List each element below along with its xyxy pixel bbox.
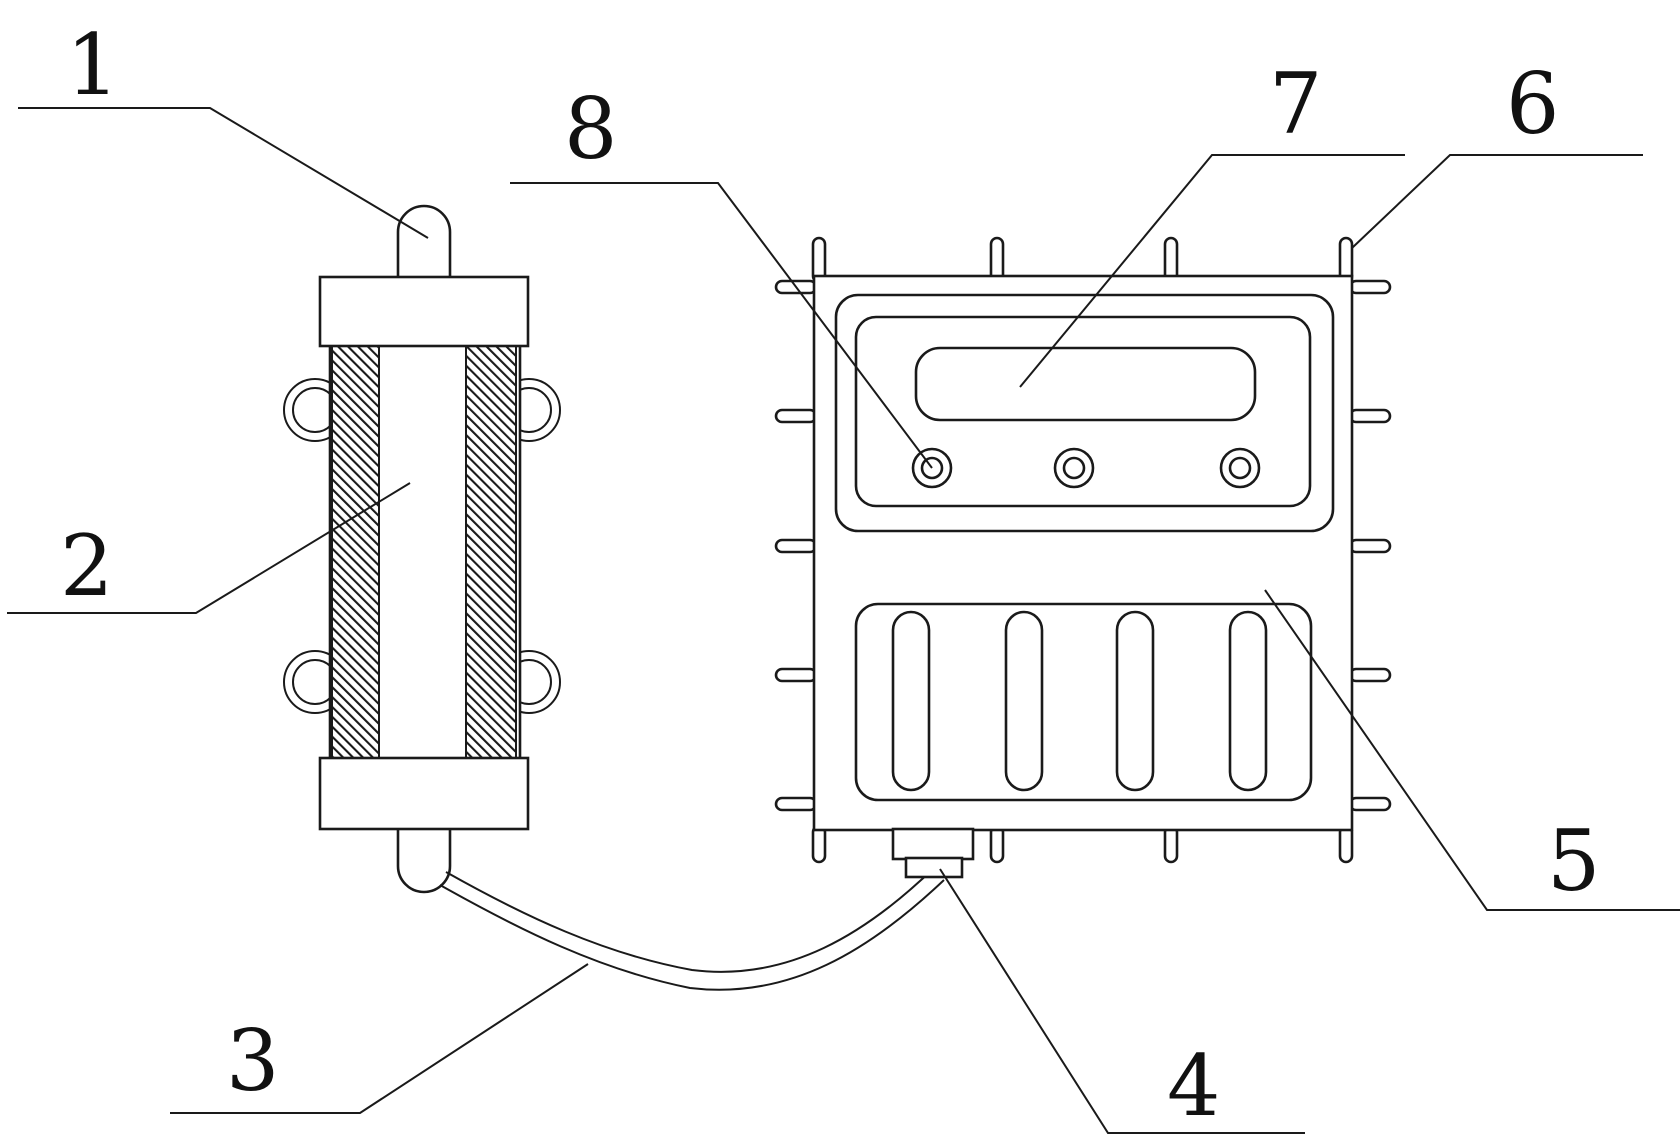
label-4: 4 [1167, 1037, 1220, 1135]
left-hatched-wall [331, 345, 380, 759]
button-2 [1053, 447, 1095, 489]
box-housing [812, 274, 1354, 832]
button-1 [911, 447, 953, 489]
part-labels: 1 2 3 4 5 6 7 8 [60, 16, 1600, 1135]
top-nozzle [396, 204, 452, 280]
horizontal-pins [774, 279, 1392, 812]
label-5: 5 [1547, 812, 1600, 910]
upper-panel-outer [834, 293, 1335, 533]
button-3 [1219, 447, 1261, 489]
label-7: 7 [1269, 55, 1322, 153]
hose [439, 865, 945, 991]
right-hatched-wall [465, 345, 517, 759]
side-rings [283, 378, 561, 714]
leader-lines [7, 107, 1680, 1134]
label-8: 8 [564, 80, 617, 178]
label-2: 2 [60, 517, 113, 615]
label-1: 1 [66, 16, 119, 114]
vent-slots [891, 610, 1268, 792]
label-6: 6 [1506, 55, 1559, 153]
inner-chamber [378, 345, 467, 759]
label-3: 3 [226, 1012, 279, 1110]
vent-panel [854, 602, 1313, 802]
control-box [774, 236, 1392, 879]
hose-connector [891, 827, 975, 879]
upper-panel-inner [854, 315, 1312, 508]
cylinder-assembly [283, 204, 561, 894]
bottom-nozzle [396, 826, 452, 894]
top-cap [318, 275, 530, 348]
buttons [911, 447, 1261, 489]
display-screen [914, 346, 1257, 422]
bottom-cap [318, 756, 530, 831]
vertical-pins [811, 236, 1354, 864]
